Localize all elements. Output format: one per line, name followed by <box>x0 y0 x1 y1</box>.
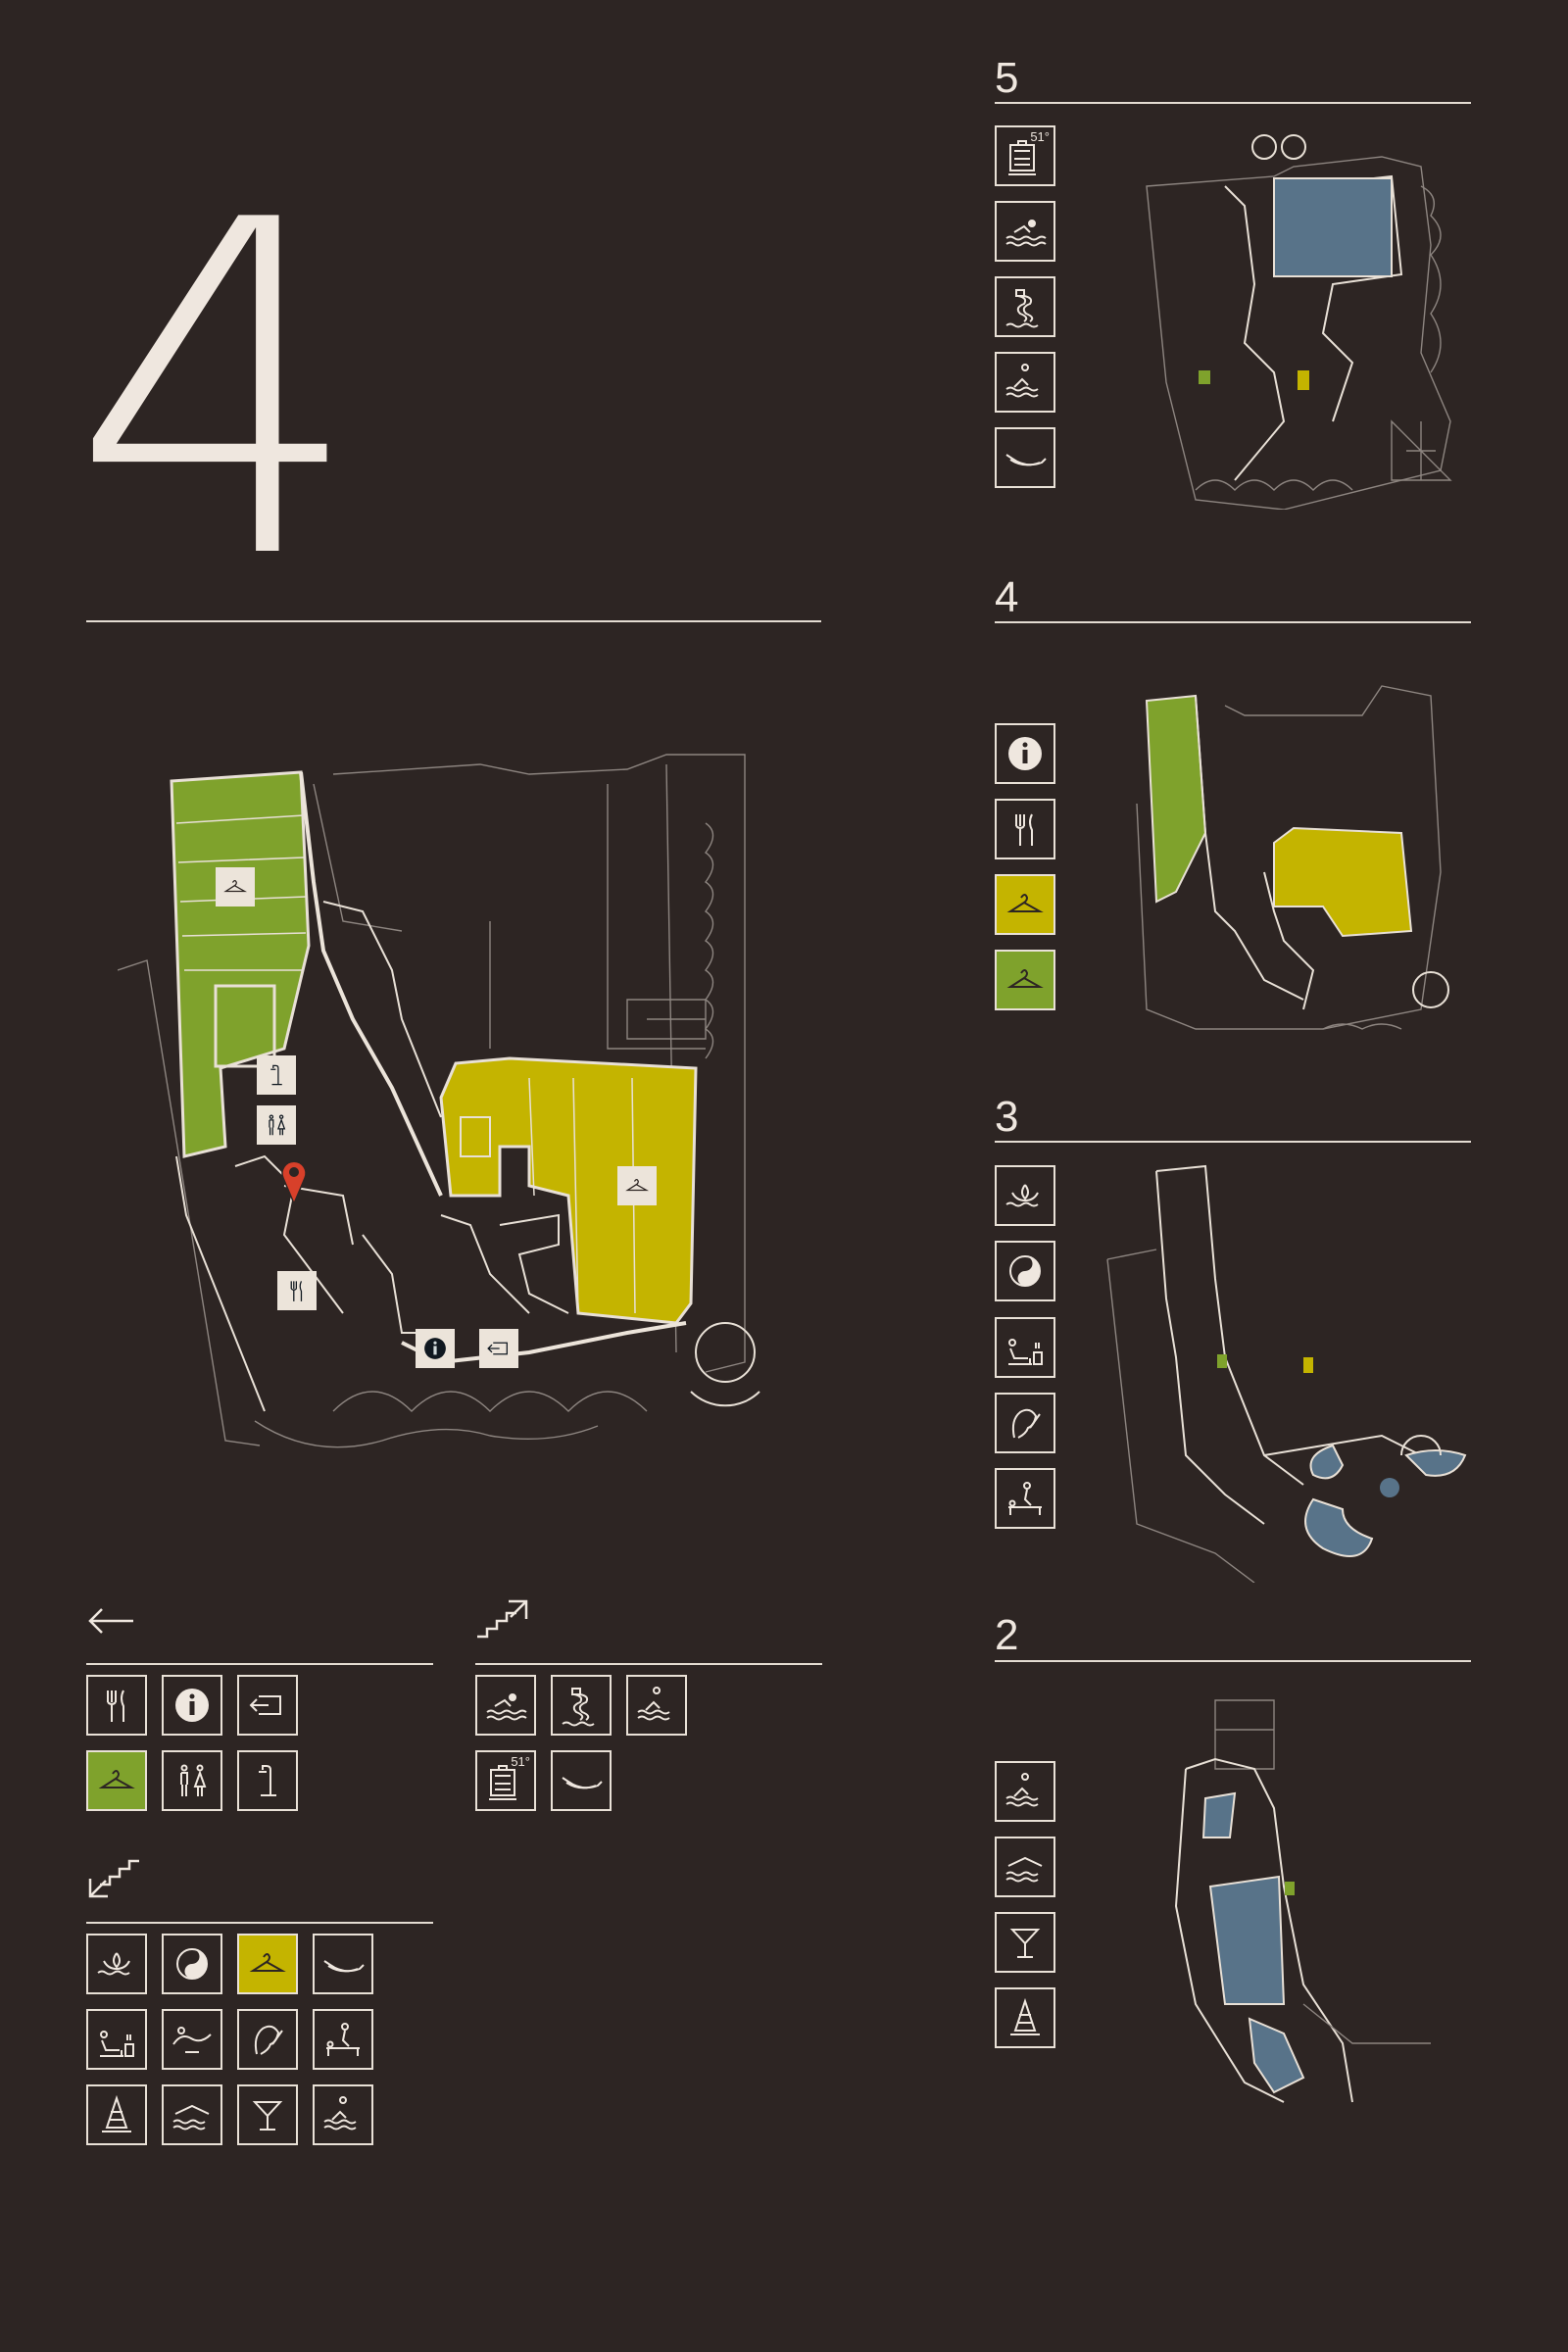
main-divider <box>86 620 821 622</box>
lounger-icon[interactable] <box>313 1934 373 1994</box>
diving-pool-icon[interactable] <box>626 1675 687 1736</box>
level-label-2: 2 <box>995 1611 1019 1659</box>
swimming-icon[interactable] <box>995 201 1055 262</box>
wardrobe-map-marker[interactable] <box>617 1166 657 1205</box>
level-label-5: 5 <box>995 54 1019 102</box>
sun-terrace-icon[interactable] <box>162 2009 222 2070</box>
water-slide-icon[interactable] <box>995 276 1055 337</box>
wardrobe-icon[interactable] <box>995 874 1055 935</box>
pool-icon[interactable] <box>995 1761 1055 1822</box>
info-icon[interactable] <box>995 723 1055 784</box>
thermal-icon[interactable] <box>162 2084 222 2145</box>
exit-map-marker[interactable] <box>479 1329 518 1368</box>
bar-icon[interactable] <box>995 1912 1055 1973</box>
shower-icon[interactable] <box>237 1750 298 1811</box>
bar-icon[interactable] <box>237 2084 298 2145</box>
wardrobe-icon[interactable] <box>995 950 1055 1010</box>
wardrobe-icon[interactable] <box>86 1750 147 1811</box>
level-rule-2 <box>995 1660 1471 1662</box>
sauna-temp-label: 51° <box>511 1754 530 1769</box>
lounger-icon[interactable] <box>995 427 1055 488</box>
legend-upstairs-rule <box>475 1663 822 1665</box>
beauty-icon[interactable] <box>995 1393 1055 1453</box>
level-3-map[interactable] <box>1098 1161 1480 1583</box>
you-are-here-pin-icon <box>281 1160 307 1205</box>
massage-icon[interactable] <box>313 2009 373 2070</box>
level-rule-4 <box>995 621 1471 623</box>
this-floor-arrow-icon <box>88 1608 133 1634</box>
toilets-map-marker[interactable] <box>257 1105 296 1145</box>
relax-room-icon[interactable] <box>995 1317 1055 1378</box>
info-icon[interactable] <box>162 1675 222 1736</box>
diving-pool-icon[interactable] <box>995 352 1055 413</box>
lotus-icon[interactable] <box>995 1165 1055 1226</box>
swimming-icon[interactable] <box>475 1675 536 1736</box>
beauty-icon[interactable] <box>237 2009 298 2070</box>
water-slide-icon[interactable] <box>551 1675 612 1736</box>
sauna-temp-label: 51° <box>1030 129 1050 144</box>
sauna-51-icon[interactable]: 51° <box>475 1750 536 1811</box>
level-2-map[interactable] <box>1156 1690 1450 2122</box>
yin-yang-icon[interactable] <box>995 1241 1055 1301</box>
stairs-down-icon <box>88 1859 139 1898</box>
wardrobe-map-marker[interactable] <box>216 867 255 906</box>
relax-room-icon[interactable] <box>86 2009 147 2070</box>
restaurant-map-marker[interactable] <box>277 1271 317 1310</box>
restaurant-icon[interactable] <box>86 1675 147 1736</box>
shower-map-marker[interactable] <box>257 1055 296 1095</box>
level-rule-5 <box>995 102 1471 104</box>
thermal-icon[interactable] <box>995 1837 1055 1897</box>
toilets-icon[interactable] <box>162 1750 222 1811</box>
level-4-map[interactable] <box>1127 676 1480 1039</box>
yin-yang-icon[interactable] <box>162 1934 222 1994</box>
current-floor-number: 4 <box>71 123 364 660</box>
level-rule-3 <box>995 1141 1471 1143</box>
exit-icon[interactable] <box>237 1675 298 1736</box>
pool-icon[interactable] <box>313 2084 373 2145</box>
lotus-icon[interactable] <box>86 1934 147 1994</box>
restaurant-icon[interactable] <box>995 799 1055 859</box>
legend-this-floor-rule <box>86 1663 433 1665</box>
lounger-icon[interactable] <box>551 1750 612 1811</box>
level-label-4: 4 <box>995 573 1019 621</box>
stairs-up-icon <box>477 1599 528 1639</box>
sauna-tower-icon[interactable] <box>86 2084 147 2145</box>
massage-icon[interactable] <box>995 1468 1055 1529</box>
level-label-3: 3 <box>995 1093 1019 1141</box>
level-5-map[interactable] <box>1137 127 1480 510</box>
sauna-51-icon[interactable]: 51° <box>995 125 1055 186</box>
info-map-marker[interactable] <box>416 1329 455 1368</box>
sauna-tower-icon[interactable] <box>995 1987 1055 2048</box>
main-floor-map[interactable] <box>118 725 853 1470</box>
wardrobe-icon[interactable] <box>237 1934 298 1994</box>
legend-downstairs-rule <box>86 1922 433 1924</box>
